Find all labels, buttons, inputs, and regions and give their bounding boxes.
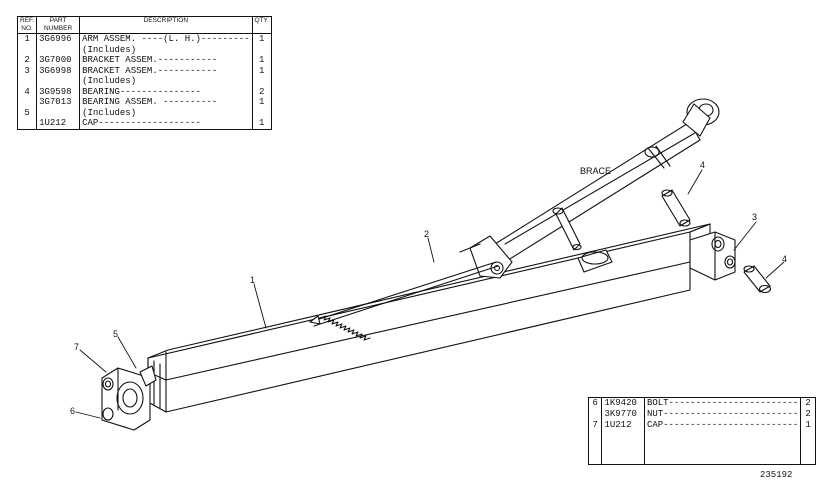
ref-cell	[16, 76, 38, 87]
callout-labels: 1 2 3 4 4 5 6 7 BRACE	[70, 160, 787, 416]
figure-number: 235192	[760, 470, 793, 480]
header-part-number: PART NUMBER	[36, 16, 81, 34]
leader-lines	[75, 169, 785, 419]
ref-cell: 6	[587, 397, 603, 409]
ref-cell	[16, 44, 38, 55]
desc-cell: CAP-------------------------	[643, 420, 802, 431]
part-cell: 3K9770	[601, 409, 645, 420]
saddle-block	[577, 249, 613, 273]
desc-cell: BOLT------------------------	[643, 397, 802, 409]
brace-label: BRACE	[580, 166, 611, 176]
header-description: DESCRIPTION	[79, 16, 253, 34]
qty-cell: 2	[800, 397, 816, 409]
table-row: (Includes)	[16, 76, 272, 87]
qty-cell	[251, 44, 272, 55]
qty-cell: 1	[251, 97, 272, 108]
bearing-assembly-front	[101, 365, 157, 431]
callout-4-upper: 4	[700, 160, 705, 170]
bearing-upper	[661, 189, 691, 227]
header-qty: QTY.	[251, 16, 272, 34]
qty-cell	[251, 76, 272, 87]
qty-cell: 1	[251, 33, 272, 45]
part-cell: 1U212	[601, 420, 645, 431]
ref-cell	[16, 97, 38, 108]
callout-1: 1	[250, 275, 255, 285]
table-row: 3G7013 BEARING ASSEM. ----------1	[16, 97, 272, 108]
ref-cell: 3	[16, 65, 38, 76]
bearing-lower	[743, 265, 772, 294]
qty-cell: 1	[251, 55, 272, 66]
qty-cell	[251, 107, 272, 118]
part-cell: 1K9420	[601, 397, 645, 409]
table-row: 5 (Includes)	[16, 107, 272, 118]
callout-4-lower: 4	[782, 254, 787, 264]
qty-cell: 1	[251, 118, 272, 130]
ref-cell: 5	[16, 107, 38, 118]
callout-2: 2	[424, 229, 429, 239]
callout-3: 3	[752, 212, 757, 222]
ref-cell: 4	[16, 86, 38, 97]
qty-cell: 1	[251, 65, 272, 76]
table-row: 1U212 CAP-------------------1	[16, 118, 272, 130]
bracket-assembly-rear	[689, 231, 736, 281]
arm-tube	[147, 223, 711, 413]
table-spacer-row	[587, 431, 816, 465]
ref-cell: 2	[16, 55, 38, 66]
brace	[494, 98, 720, 263]
wire-tie	[309, 261, 499, 341]
table-row: (Includes)	[16, 44, 272, 55]
desc-cell: NUT-------------------------	[643, 409, 802, 420]
ref-cell	[16, 118, 38, 130]
ref-cell	[587, 409, 603, 420]
brace-bolt	[552, 207, 582, 251]
callout-7: 7	[74, 342, 79, 352]
qty-cell: 2	[251, 86, 272, 97]
qty-cell: 2	[800, 409, 816, 420]
qty-cell: 1	[800, 420, 816, 431]
ref-cell: 7	[587, 420, 603, 431]
callout-5: 5	[113, 329, 118, 339]
header-ref-no: REF. NO.	[16, 16, 38, 34]
callout-6: 6	[70, 406, 75, 416]
ref-cell: 1	[16, 33, 38, 45]
